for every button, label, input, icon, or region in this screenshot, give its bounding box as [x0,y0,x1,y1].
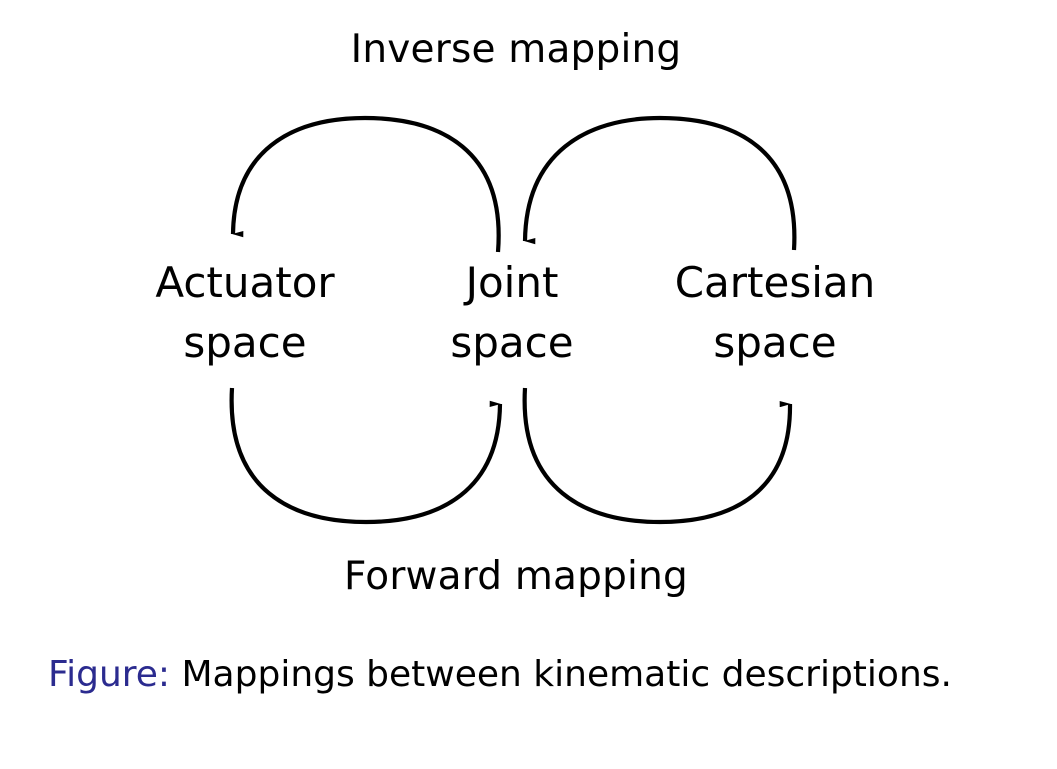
node-cartesian-subtitle: space [713,318,837,367]
forward-mapping-label: Forward mapping [344,554,688,599]
node-joint-title: Joint [465,258,559,307]
node-joint-space: Joint space [450,262,573,364]
arrow-joint-to-actuator [230,115,501,253]
node-actuator-title: Actuator [155,258,335,307]
caption-prefix: Figure: [48,654,171,695]
node-cartesian-space: Cartesian space [675,262,876,364]
arrow-actuator-to-joint [229,387,503,525]
caption-body: Mappings between kinematic descriptions. [170,654,952,695]
arrow-joint-to-cartesian [522,387,793,525]
node-joint-subtitle: space [450,318,574,367]
node-cartesian-title: Cartesian [674,258,876,307]
node-actuator-space: Actuator space [155,262,334,364]
arrow-cartesian-to-joint [522,115,797,251]
inverse-mapping-label: Inverse mapping [350,27,682,72]
figure-caption: Figure: Mappings between kinematic descr… [48,654,952,695]
node-actuator-subtitle: space [183,318,307,367]
